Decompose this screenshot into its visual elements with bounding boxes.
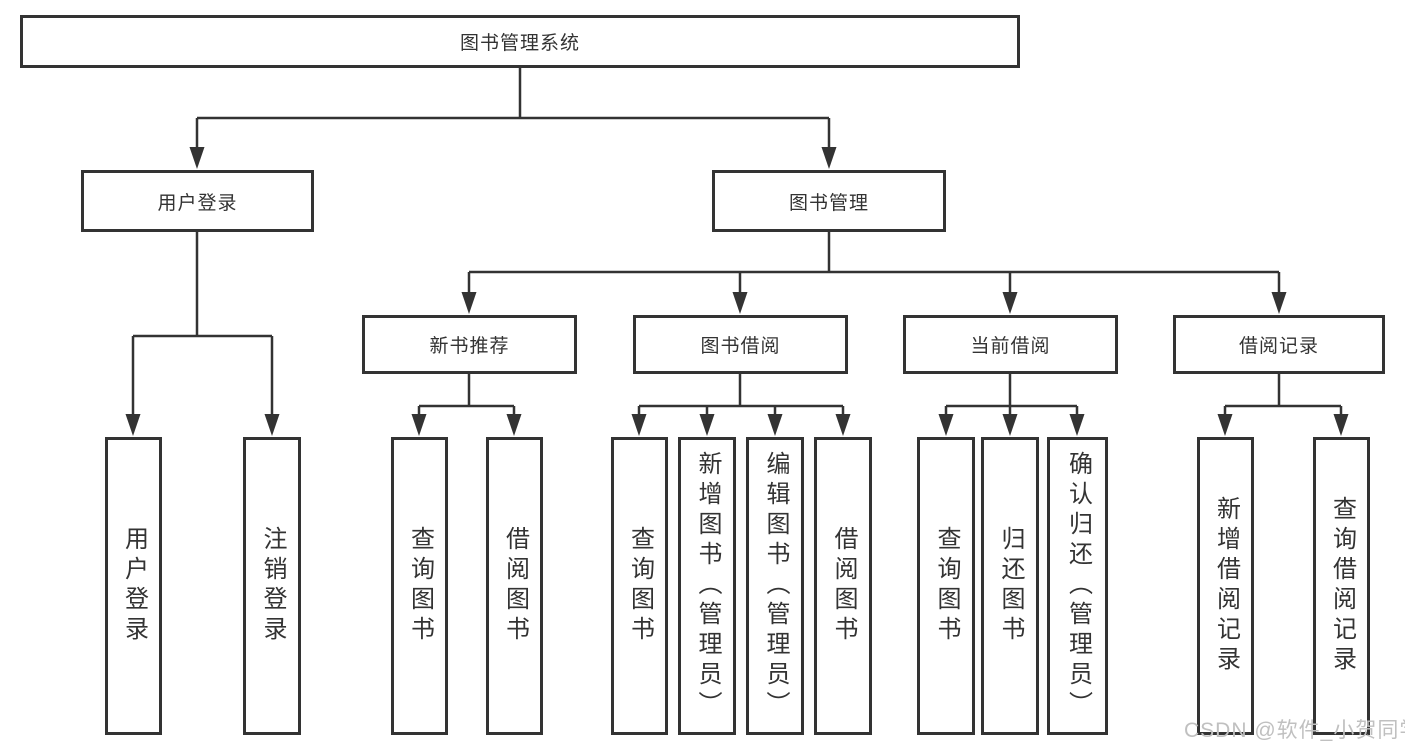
leaf-add-borrow-record-label: 新增借阅记录 xyxy=(1212,496,1240,676)
node-user-login-label: 用户登录 xyxy=(157,192,238,214)
node-book-management-label: 图书管理 xyxy=(788,192,869,214)
leaf-borrow-books-label: 借阅图书 xyxy=(830,526,857,646)
leaf-query-books-recommend: 查询图书 xyxy=(391,437,448,735)
leaf-user-login: 用户登录 xyxy=(105,437,162,735)
node-borrow-records: 借阅记录 xyxy=(1173,315,1385,374)
leaf-query-books-recommend-label: 查询图书 xyxy=(406,526,434,646)
leaf-logout: 注销登录 xyxy=(243,437,301,735)
leaf-query-books-borrow-label: 查询图书 xyxy=(626,526,654,646)
node-new-book-recommend: 新书推荐 xyxy=(362,315,577,374)
leaf-confirm-return-admin-label: 确认归还（管理员） xyxy=(1064,451,1092,721)
leaf-logout-label: 注销登录 xyxy=(259,526,286,646)
node-book-borrow-label: 图书借阅 xyxy=(700,336,781,357)
leaf-add-book-admin: 新增图书（管理员） xyxy=(678,437,736,735)
node-current-borrow-label: 当前借阅 xyxy=(970,336,1051,357)
leaf-edit-book-admin-label: 编辑图书（管理员） xyxy=(762,451,789,721)
node-current-borrow: 当前借阅 xyxy=(903,315,1118,374)
node-user-login: 用户登录 xyxy=(81,170,314,232)
leaf-add-borrow-record: 新增借阅记录 xyxy=(1197,437,1254,735)
leaf-query-books-current-label: 查询图书 xyxy=(933,526,960,646)
leaf-return-book: 归还图书 xyxy=(981,437,1039,735)
leaf-borrow-books-recommend-label: 借阅图书 xyxy=(501,526,529,646)
leaf-user-login-label: 用户登录 xyxy=(120,526,148,646)
watermark: CSDN @软件_小贺同学 xyxy=(1184,719,1405,742)
leaf-edit-book-admin: 编辑图书（管理员） xyxy=(746,437,804,735)
node-new-book-recommend-label: 新书推荐 xyxy=(429,336,510,357)
leaf-query-books-current: 查询图书 xyxy=(917,437,975,735)
leaf-return-book-label: 归还图书 xyxy=(997,526,1024,646)
leaf-borrow-books: 借阅图书 xyxy=(814,437,872,735)
leaf-query-borrow-record: 查询借阅记录 xyxy=(1313,437,1370,735)
leaf-borrow-books-recommend: 借阅图书 xyxy=(486,437,543,735)
leaf-query-books-borrow: 查询图书 xyxy=(611,437,668,735)
node-book-borrow: 图书借阅 xyxy=(633,315,848,374)
leaf-add-book-admin-label: 新增图书（管理员） xyxy=(694,451,721,721)
leaf-confirm-return-admin: 确认归还（管理员） xyxy=(1047,437,1108,735)
node-library-system: 图书管理系统 xyxy=(20,15,1020,68)
node-borrow-records-label: 借阅记录 xyxy=(1238,336,1319,357)
leaf-query-borrow-record-label: 查询借阅记录 xyxy=(1328,496,1356,676)
node-library-system-label: 图书管理系统 xyxy=(459,33,580,54)
node-book-management: 图书管理 xyxy=(712,170,946,232)
